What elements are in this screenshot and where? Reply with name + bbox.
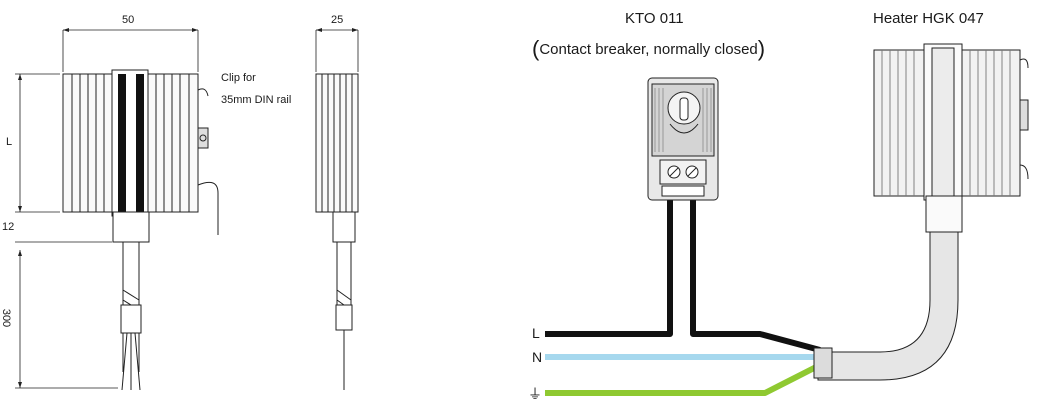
- wire-L: [545, 196, 673, 337]
- dimension-lines: [15, 28, 359, 389]
- breaker-title: KTO 011: [625, 10, 684, 27]
- breaker-kto011: [647, 77, 719, 201]
- subtitle-close-paren: ): [757, 36, 766, 61]
- depth-dimension-label: 25: [331, 14, 344, 26]
- clip-note-line1: Clip for: [221, 72, 256, 84]
- gap-dimension-label: 12: [2, 221, 15, 233]
- wires: [545, 196, 822, 396]
- width-dimension-label: 50: [122, 14, 135, 26]
- subtitle-open-paren: (: [532, 36, 540, 61]
- subtitle-text: Contact breaker, normally closed: [539, 41, 758, 58]
- heater-hgk047: [813, 43, 1029, 381]
- clip-note-line2: 35mm DIN rail: [221, 94, 292, 106]
- side-view-heater: [315, 73, 359, 390]
- front-view-heater: [62, 69, 219, 391]
- heater-title: Heater HGK 047: [873, 10, 984, 27]
- wire-earth: [545, 362, 822, 396]
- wire-L-label: L: [532, 325, 540, 341]
- earth-symbol-icon: ⏚: [528, 387, 542, 403]
- cable-length-label: 300: [0, 308, 13, 328]
- wire-L-return: [690, 196, 821, 353]
- breaker-subtitle: (Contact breaker, normally closed): [532, 38, 765, 60]
- length-dimension-label: L: [6, 136, 13, 148]
- wire-N-label: N: [532, 349, 543, 365]
